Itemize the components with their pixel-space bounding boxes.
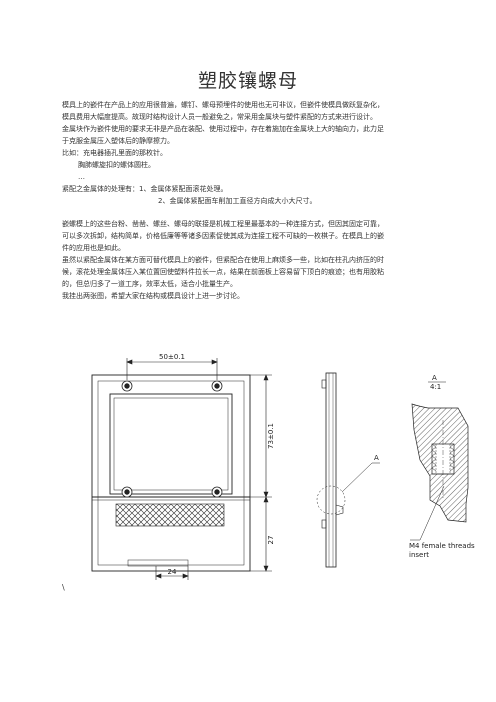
paragraph-body: 嵌螺模上的这些台粉、凿凿、螺丝、螺母的联接是机械工程里最基本的一种连接方式，但因… <box>62 218 442 302</box>
text-line: 我挂出两张图，希望大家在结构或模具设计上进一步讨论。 <box>62 292 244 300</box>
dimension-label-bottom: 24 <box>168 568 177 576</box>
dimension-label-top: 50±0.1 <box>159 353 185 361</box>
text-line: 虽然以紧配金属体在某方面可替代模具上的嵌件，但紧配合在使用上麻烦多一些，比如在柱… <box>62 256 384 264</box>
label-a: A <box>374 454 379 462</box>
text-line: 模具上的嵌件在产品上的应用很普遍，螺钉、螺母预埋件的使用也无可非议，但嵌件使模具… <box>62 101 384 109</box>
note-line-2: insert <box>409 551 429 559</box>
text-line: 可以多次拆卸，结构简单，价格低廉等等诸多因素促使其成为连接工程不可缺的一枚棋子。… <box>62 232 384 240</box>
insert-hole <box>124 489 130 495</box>
front-view <box>91 374 251 572</box>
dimension-label-side-bottom: 27 <box>267 536 275 545</box>
text-line: … <box>78 173 85 181</box>
text-line: 嵌螺模上的这些台粉、凿凿、螺丝、螺母的联接是机械工程里最基本的一种连接方式，但因… <box>62 220 384 228</box>
text-line: 2、金属体紧配面车削加工直径方向成大小大尺寸。 <box>158 197 317 205</box>
text-line: 的，但总归多了一道工序，效率太低，适合小批量生产。 <box>62 280 237 288</box>
text-line: 模具费用大幅度提高。故现时结构设计人员一般避免之，常采用金属块与塑件紧配的方式来… <box>62 113 377 121</box>
paragraph-intro: 模具上的嵌件在产品上的应用很普遍，螺钉、螺母预埋件的使用也无可非议，但嵌件使模具… <box>62 99 442 207</box>
insert-hole <box>124 383 130 389</box>
text-line: 于克服金属压入塑体后的静摩擦力。 <box>62 137 174 145</box>
leader-a <box>341 462 380 493</box>
dimension-top <box>126 358 218 380</box>
text-line: 金属块作为嵌件使用的要求无非是产品在装配、使用过程中，存在着施加在金属块上大的轴… <box>62 125 384 133</box>
insert-hole <box>214 489 220 495</box>
text-line: 胸肺螺旋扣的螺体圆柱。 <box>78 161 155 169</box>
dimension-label-side-top: 73±0.1 <box>267 423 275 449</box>
insert-holes <box>121 380 223 498</box>
insert-hole <box>214 383 220 389</box>
document-title: 塑胶镶螺母 <box>197 70 298 92</box>
stray-mark: \ <box>62 583 65 592</box>
detail-scale: 4:1 <box>430 383 441 391</box>
note-line-1: M4 female threads <box>409 542 475 550</box>
detail-view <box>411 403 469 523</box>
text-line: 件的应用也是如此。 <box>62 244 125 252</box>
text-line: 紧配之金属体的处理有：1、金属体紧配面滚花处理。 <box>62 185 228 193</box>
detail-title: A <box>432 374 437 382</box>
leader-note <box>410 485 445 541</box>
dimension-right <box>250 374 272 572</box>
side-view <box>316 372 346 568</box>
text-line: 候，滚花处理金属体压入某位置回使塑料件拉长一点，结果在前面板上容易留下顶白的痕迹… <box>62 268 384 276</box>
dimension-bottom <box>155 566 189 580</box>
text-line: 比如：充电器插孔里面的那枚针。 <box>62 149 167 157</box>
